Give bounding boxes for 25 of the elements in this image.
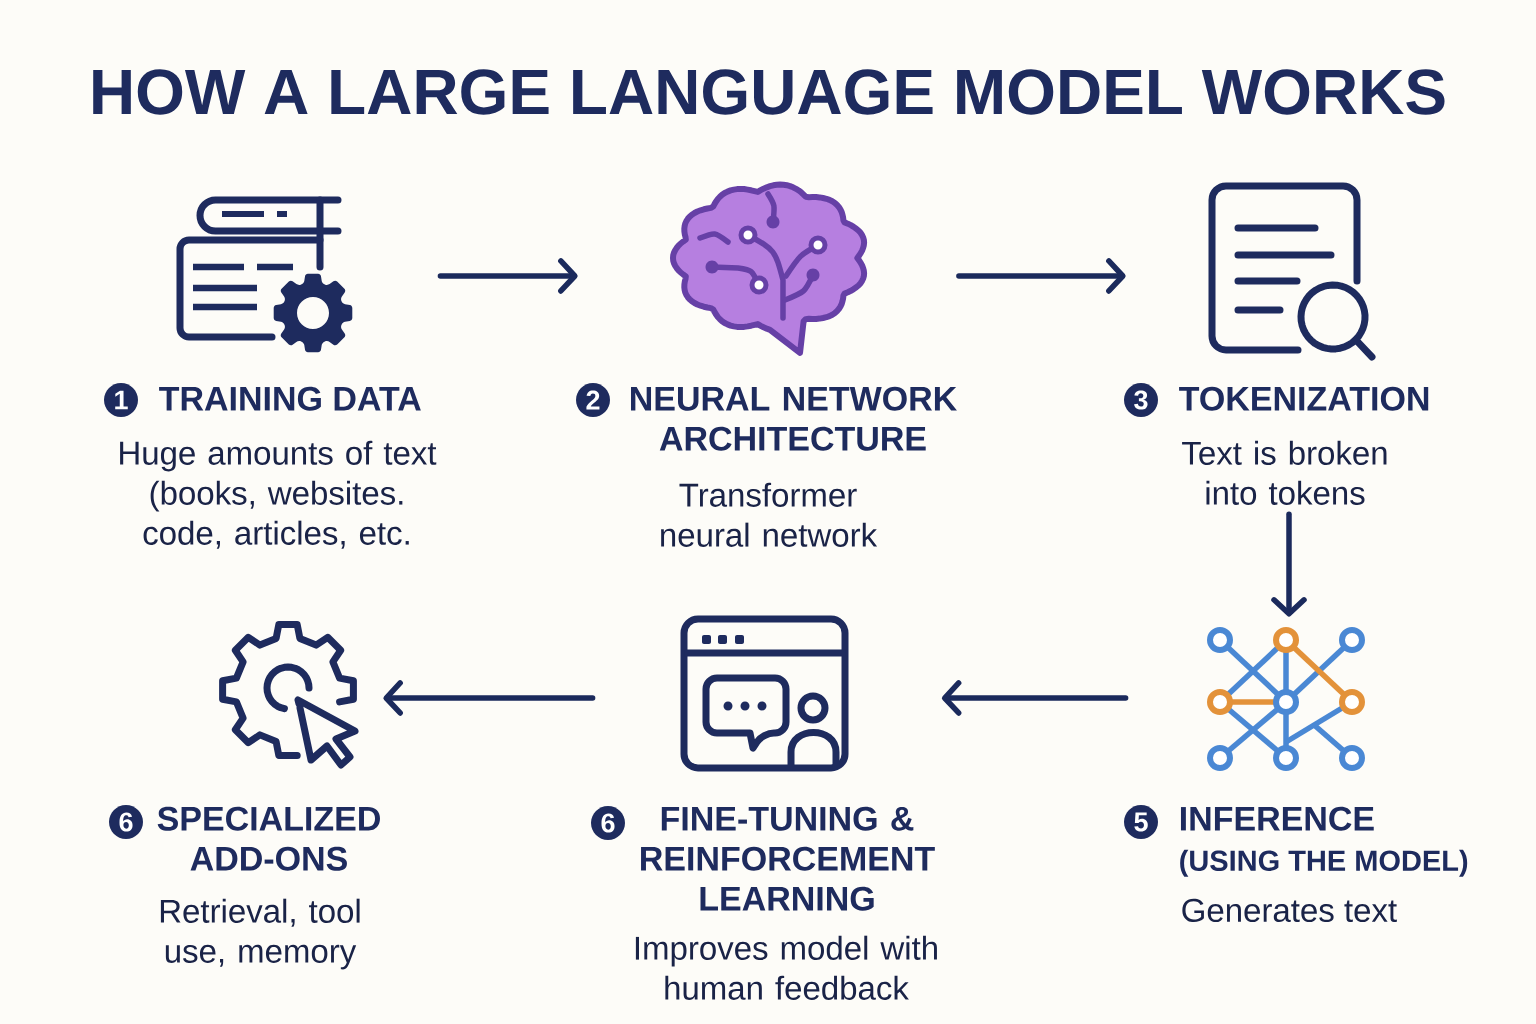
arrow [383, 680, 596, 716]
step-description: Improves model with human feedback [635, 935, 937, 1000]
arrow [956, 258, 1126, 294]
step-heading: TRAINING DATA [159, 386, 421, 411]
step-heading: SPECIALIZED ADD-ONS [157, 806, 380, 871]
step-description: Huge amounts of text (books, websites. code, articles, etc. [120, 440, 437, 549]
number-badge: 2 [576, 383, 610, 417]
arrow [1271, 511, 1307, 617]
step-description: Generates text [1182, 898, 1397, 923]
step-heading: NEURAL NETWORK ARCHITECTURE [631, 386, 957, 451]
step-subheading: (USING THE MODEL) [1180, 849, 1468, 877]
arrow [437, 258, 578, 294]
step-heading: TOKENIZATION [1179, 386, 1429, 411]
number-badge: 3 [1124, 383, 1158, 417]
number-badge: 6 [591, 806, 625, 840]
step-heading: INFERENCE [1180, 806, 1374, 831]
step-heading: FINE-TUNING & REINFORCEMENT LEARNING [641, 806, 935, 911]
number-badge: 6 [109, 805, 143, 839]
step-description: Transformer neural network [661, 482, 878, 547]
number-badge: 5 [1124, 805, 1158, 839]
number-badge: 1 [104, 383, 138, 417]
title: HOW A LARGE LANGUAGE MODEL WORKS [93, 69, 1445, 115]
arrow [941, 680, 1129, 716]
step-description: Retrieval, tool use, memory [160, 898, 360, 970]
step-description: Text is broken into tokens [1182, 440, 1387, 505]
